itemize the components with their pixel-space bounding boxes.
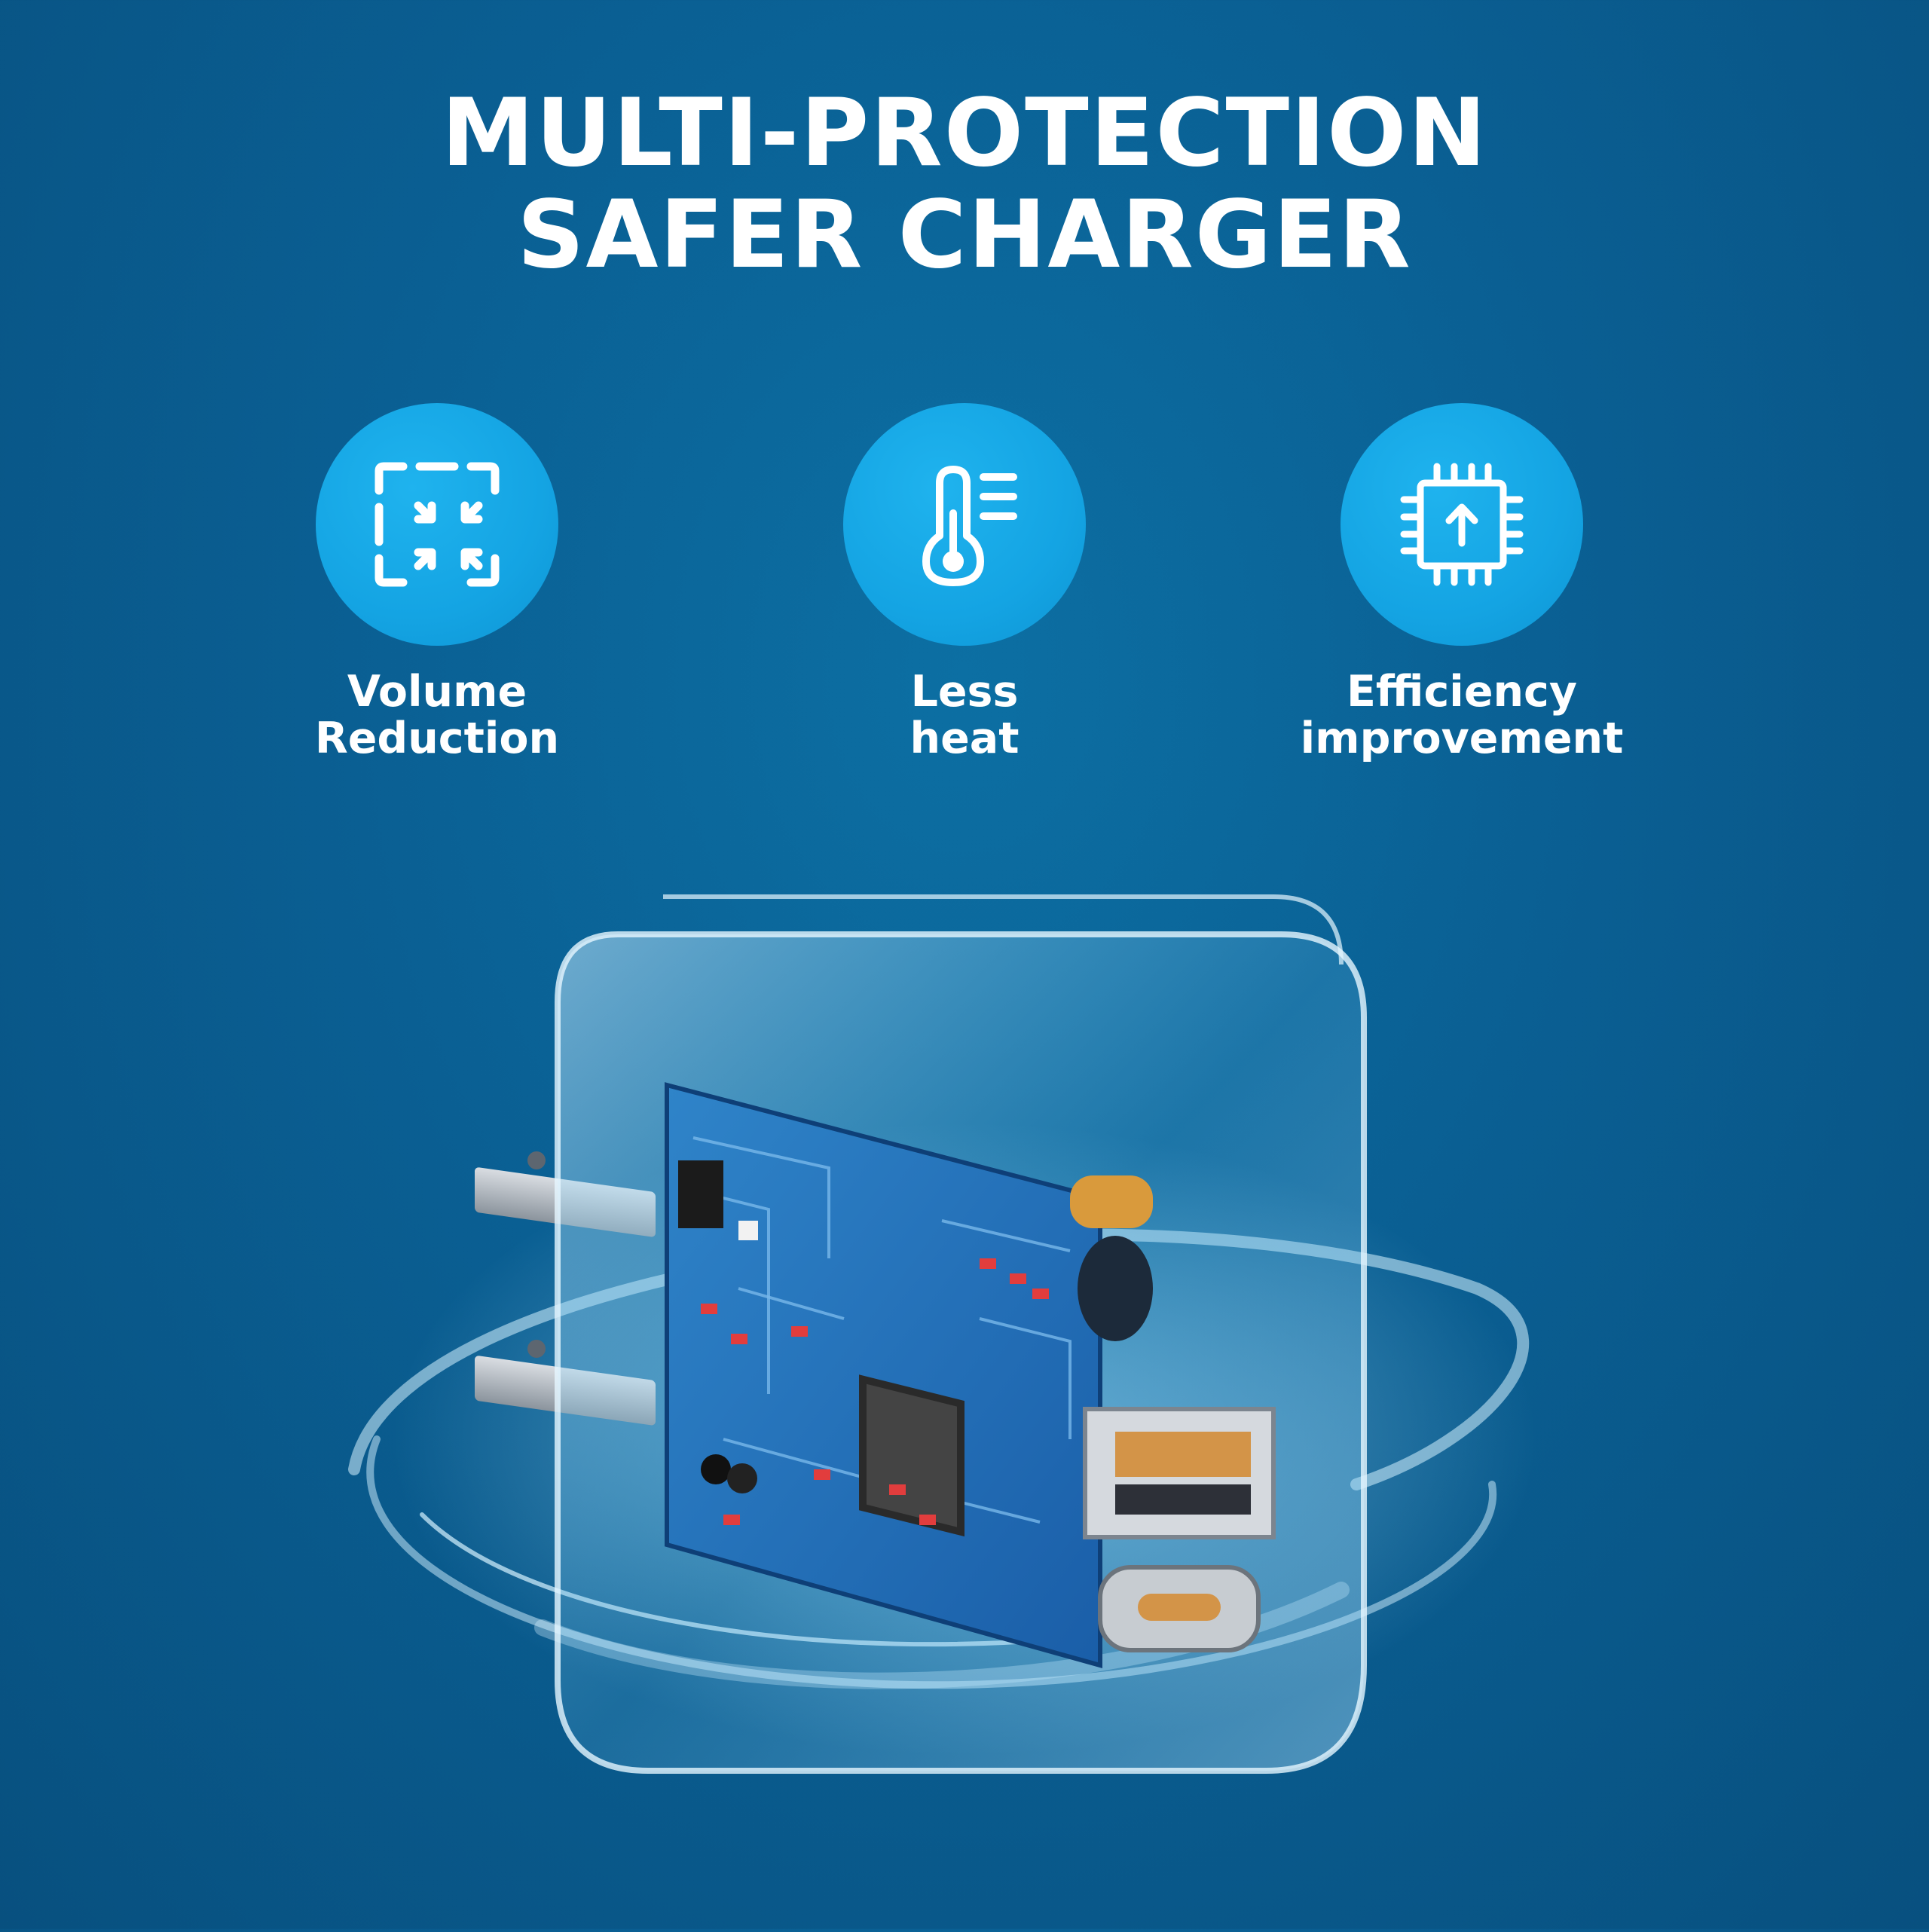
feature-label-line-2: heat <box>909 714 1020 763</box>
feature-less-heat: Less heat <box>754 403 1175 762</box>
charger-image <box>348 894 1537 1774</box>
usb-a-port <box>1083 1407 1276 1539</box>
feature-label-line-1: Efficiency <box>1346 667 1577 717</box>
feature-list: Volume Reduction Less heat <box>0 403 1929 780</box>
headline: MULTI-PROTECTION SAFER CHARGER <box>0 83 1929 286</box>
chip-upgrade-icon <box>1400 463 1524 586</box>
feature-label-line-2: Reduction <box>314 714 560 763</box>
feature-label-line-1: Less <box>910 667 1019 717</box>
compress-arrows-icon <box>374 462 500 587</box>
headline-line-1: MULTI-PROTECTION <box>441 79 1488 188</box>
feature-label: Efficiency improvement <box>1251 668 1673 762</box>
feature-icon-circle <box>316 403 558 646</box>
feature-icon-circle <box>843 403 1086 646</box>
feature-label: Volume Reduction <box>226 668 648 762</box>
feature-label-line-1: Volume <box>347 667 527 717</box>
headline-line-2: SAFER CHARGER <box>517 181 1412 289</box>
feature-icon-circle <box>1341 403 1583 646</box>
charger-illustration <box>0 867 1929 1929</box>
feature-efficiency-improvement: Efficiency improvement <box>1251 403 1673 762</box>
feature-label-line-2: improvement <box>1300 714 1624 763</box>
thermometer-icon <box>922 466 1017 586</box>
feature-volume-reduction: Volume Reduction <box>226 403 648 762</box>
feature-label: Less heat <box>754 668 1175 762</box>
usb-c-port <box>1098 1565 1261 1652</box>
